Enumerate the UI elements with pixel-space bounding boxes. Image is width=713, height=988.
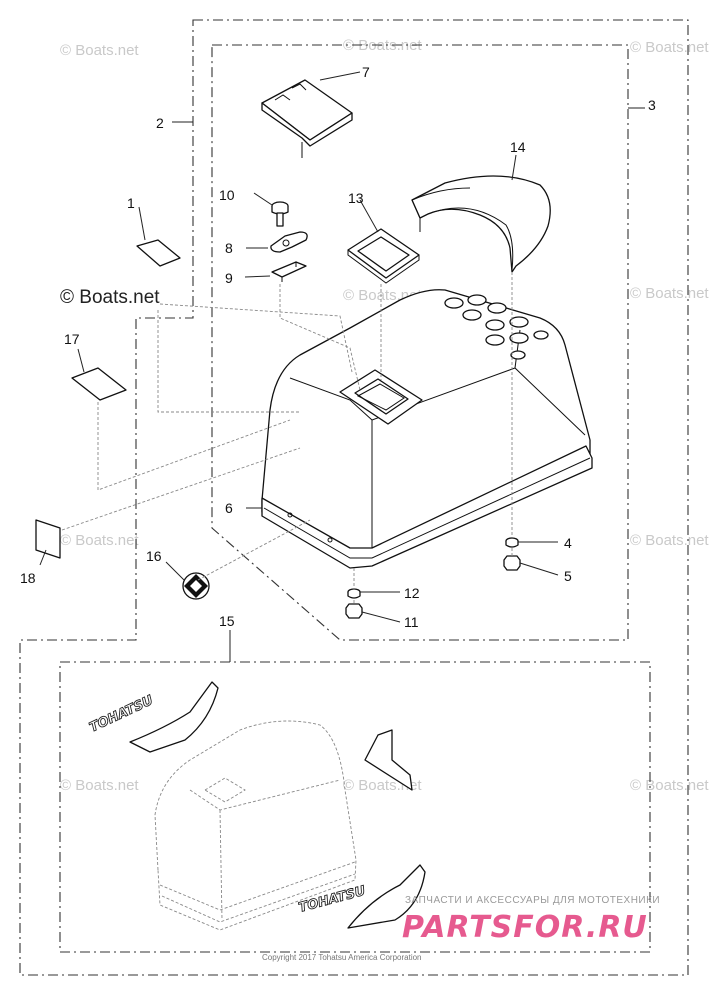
callout-8: 8 (225, 240, 233, 256)
part-washer-left (347, 588, 361, 599)
callout-3: 3 (648, 97, 656, 113)
part-nut-left (345, 603, 363, 619)
callout-7: 7 (362, 64, 370, 80)
leader-lines (39, 71, 645, 662)
callouts: 1 2 3 4 5 6 7 8 9 10 11 12 13 14 15 16 1… (20, 64, 656, 630)
watermark-prominent: © Boats.net (60, 287, 160, 308)
callout-14: 14 (510, 139, 526, 155)
vent-holes (444, 294, 549, 360)
callout-16: 16 (146, 548, 162, 564)
callout-10: 10 (219, 187, 235, 203)
decal-set: TOHATSU TOHATSU (87, 681, 426, 931)
part-bracket (271, 261, 307, 282)
part-cover-plate (261, 79, 353, 158)
callout-13: 13 (348, 190, 364, 206)
part-washer-right (505, 537, 519, 548)
watermark: © Boats.net (630, 285, 709, 302)
callout-2: 2 (156, 115, 164, 131)
group-2-outline (19, 19, 689, 976)
decal-right-text: TOHATSU (297, 884, 367, 916)
callout-11: 11 (404, 614, 419, 630)
callout-1: 1 (127, 195, 135, 211)
callout-4: 4 (564, 535, 572, 551)
part-gasket (347, 228, 420, 284)
part-label-18 (35, 519, 61, 559)
decal-left (129, 681, 219, 753)
callout-18: 18 (20, 570, 36, 586)
decal-right (347, 864, 426, 929)
brand-name: PARTSFOR.RU (402, 910, 648, 945)
callout-6: 6 (225, 500, 233, 516)
callout-15: 15 (219, 613, 235, 629)
part-label-17 (71, 367, 127, 401)
callout-17: 17 (64, 331, 80, 347)
copyright-text: Copyright 2017 Tohatsu America Corporati… (262, 953, 422, 962)
part-clip (270, 231, 308, 253)
watermark: © Boats.net (343, 37, 422, 54)
watermark: © Boats.net (60, 777, 139, 794)
callout-5: 5 (564, 568, 572, 584)
watermark: © Boats.net (630, 39, 709, 56)
assembly-lines (61, 272, 513, 604)
group-15-outline (59, 661, 651, 953)
part-emblem (182, 572, 210, 600)
watermark: © Boats.net (60, 532, 139, 549)
group-3-outline (211, 44, 629, 641)
part-handle-cover (411, 175, 551, 273)
part-label-1 (136, 239, 181, 267)
watermark: © Boats.net (630, 532, 709, 549)
part-nut-right (503, 555, 521, 571)
brand-tagline: ЗАПЧАСТИ И АКСЕССУАРЫ ДЛЯ МОТОТЕХНИКИ (405, 895, 660, 906)
callout-9: 9 (225, 270, 233, 286)
decal-left-text: TOHATSU (87, 693, 156, 736)
watermark: © Boats.net (630, 777, 709, 794)
watermark: © Boats.net (60, 42, 139, 59)
part-screw (271, 201, 289, 227)
decal-side (364, 729, 413, 791)
part-engine-cover (261, 289, 593, 569)
callout-12: 12 (404, 585, 420, 601)
